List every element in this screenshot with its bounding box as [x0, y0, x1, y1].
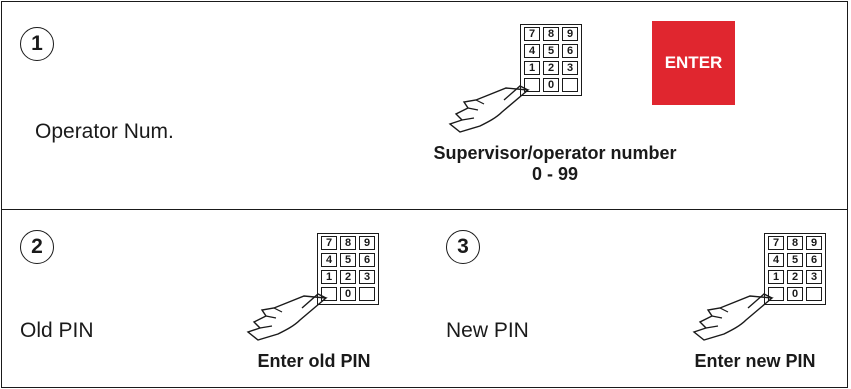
pointing-hand-icon: [692, 293, 774, 341]
keypad-key: [562, 78, 578, 92]
keypad-key: 8: [340, 236, 356, 250]
keypad-key: 9: [562, 27, 578, 41]
keypad-key: 3: [359, 270, 375, 284]
keypad-key: 2: [543, 61, 559, 75]
keypad-key: 2: [787, 270, 803, 284]
step-3-caption: Enter new PIN: [694, 351, 816, 371]
keypad-key: 0: [543, 78, 559, 92]
step-2-3-panel: [1, 209, 848, 388]
pointing-hand-icon: [246, 293, 328, 341]
keypad-key: 7: [524, 27, 540, 41]
step-3-label: New PIN: [446, 319, 529, 342]
keypad-frame: [520, 24, 582, 96]
keypad-frame: [764, 233, 826, 305]
keypad-key: 4: [768, 253, 784, 267]
step-1-caption-line2: 0 - 99: [531, 164, 579, 184]
keypad-key: 5: [543, 44, 559, 58]
keypad-key: 0: [340, 287, 356, 301]
keypad-key: 0: [787, 287, 803, 301]
keypad-key: 9: [359, 236, 375, 250]
keypad-key: 2: [340, 270, 356, 284]
step-2-number: 2: [20, 230, 54, 264]
keypad-key: 1: [321, 270, 337, 284]
keypad-key: 6: [806, 253, 822, 267]
keypad-key: 6: [562, 44, 578, 58]
keypad-key: [359, 287, 375, 301]
keypad-frame: [317, 233, 379, 305]
keypad-key: [806, 287, 822, 301]
step-1-number: 1: [20, 27, 54, 61]
step-2-caption: Enter old PIN: [257, 351, 371, 371]
keypad-key: 3: [562, 61, 578, 75]
step-1-caption-line1: Supervisor/operator number: [433, 143, 677, 163]
keypad-key: 7: [321, 236, 337, 250]
keypad-key: [524, 78, 540, 92]
keypad-key: 5: [787, 253, 803, 267]
keypad-key: 5: [340, 253, 356, 267]
pointing-hand-icon: [448, 85, 530, 133]
keypad-key: 8: [543, 27, 559, 41]
step-3-number: 3: [446, 230, 480, 264]
keypad-key: 3: [806, 270, 822, 284]
keypad-key: 6: [359, 253, 375, 267]
step-1-label: Operator Num.: [35, 120, 174, 143]
enter-button[interactable]: ENTER: [652, 21, 735, 105]
keypad-key: 9: [806, 236, 822, 250]
step-2-label: Old PIN: [20, 319, 94, 342]
keypad-key: 4: [524, 44, 540, 58]
keypad-key: 8: [787, 236, 803, 250]
keypad-key: 4: [321, 253, 337, 267]
keypad-key: 7: [768, 236, 784, 250]
keypad-key: 1: [524, 61, 540, 75]
keypad-key: 1: [768, 270, 784, 284]
